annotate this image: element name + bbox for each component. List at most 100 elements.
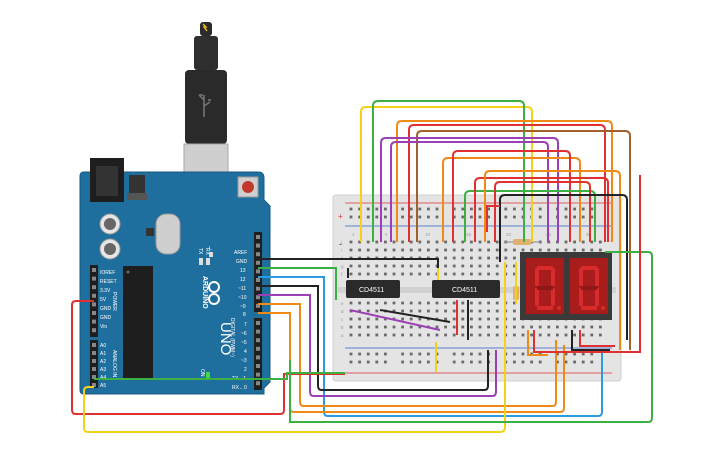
rail-hole[interactable] — [452, 360, 456, 364]
breadboard-hole[interactable] — [590, 240, 594, 244]
breadboard-hole[interactable] — [538, 240, 542, 244]
wire-orange-9[interactable] — [258, 303, 557, 407]
rail-hole[interactable] — [590, 360, 594, 364]
breadboard-hole[interactable] — [366, 264, 370, 268]
breadboard-hole[interactable] — [418, 240, 422, 244]
breadboard-hole[interactable] — [375, 317, 379, 321]
breadboard-hole[interactable] — [590, 333, 594, 337]
breadboard-hole[interactable] — [401, 272, 404, 276]
rail-hole[interactable] — [435, 215, 439, 219]
rail-hole[interactable] — [556, 360, 559, 364]
breadboard-hole[interactable] — [435, 248, 439, 252]
breadboard-hole[interactable] — [427, 264, 430, 268]
rail-hole[interactable] — [435, 207, 439, 211]
rail-hole[interactable] — [573, 352, 576, 356]
breadboard-hole[interactable] — [495, 301, 499, 305]
header-pin[interactable] — [92, 328, 96, 333]
rail-hole[interactable] — [478, 352, 482, 356]
breadboard-hole[interactable] — [564, 248, 568, 252]
header-pin[interactable] — [256, 235, 260, 239]
wire-black-gnd[interactable] — [258, 258, 439, 270]
breadboard-hole[interactable] — [427, 309, 430, 313]
rail-hole[interactable] — [427, 207, 430, 211]
rail-hole[interactable] — [581, 352, 585, 356]
breadboard-hole[interactable] — [478, 240, 482, 244]
breadboard-hole[interactable] — [375, 301, 379, 305]
breadboard-hole[interactable] — [478, 272, 482, 276]
breadboard-hole[interactable] — [418, 264, 422, 268]
breadboard-hole[interactable] — [461, 301, 465, 305]
rail-hole[interactable] — [581, 207, 585, 211]
breadboard-hole[interactable] — [581, 333, 585, 337]
rail-hole[interactable] — [461, 352, 465, 356]
breadboard-hole[interactable] — [461, 325, 465, 329]
wire-red-top-short[interactable] — [486, 205, 500, 232]
breadboard-hole[interactable] — [384, 301, 387, 305]
wire-red-5v[interactable] — [71, 300, 345, 415]
rail-hole[interactable] — [487, 215, 490, 219]
breadboard-hole[interactable] — [358, 264, 361, 268]
rail-hole[interactable] — [581, 215, 585, 219]
breadboard-hole[interactable] — [358, 309, 361, 313]
rail-hole[interactable] — [349, 360, 353, 364]
breadboard-hole[interactable] — [409, 272, 413, 276]
breadboard-hole[interactable] — [401, 240, 404, 244]
breadboard-hole[interactable] — [521, 333, 525, 337]
rail-hole[interactable] — [470, 352, 473, 356]
wire-purple-top-arc-1[interactable] — [380, 137, 559, 242]
rail-hole[interactable] — [556, 352, 559, 356]
breadboard-hole[interactable] — [401, 309, 404, 313]
breadboard-hole[interactable] — [427, 248, 430, 252]
breadboard-hole[interactable] — [513, 264, 516, 268]
breadboard-hole[interactable] — [538, 248, 542, 252]
breadboard-hole[interactable] — [366, 309, 370, 313]
wire-red-top-arc-1[interactable] — [408, 124, 606, 242]
breadboard-hole[interactable] — [358, 325, 361, 329]
wire-red-top-arc-2[interactable] — [452, 150, 571, 242]
breadboard-hole[interactable] — [513, 309, 516, 313]
breadboard-hole[interactable] — [392, 325, 396, 329]
header-pin[interactable] — [92, 351, 96, 355]
header-pin[interactable] — [92, 383, 96, 387]
breadboard-hole[interactable] — [418, 325, 422, 329]
rail-hole[interactable] — [564, 352, 568, 356]
header-pin[interactable] — [92, 293, 96, 298]
breadboard-hole[interactable] — [556, 333, 559, 337]
breadboard-hole[interactable] — [470, 248, 473, 252]
wire-black-11[interactable] — [258, 285, 489, 391]
rail-hole[interactable] — [401, 360, 404, 364]
wire-purple-10[interactable] — [258, 294, 497, 397]
wire-black-diag[interactable] — [379, 309, 451, 323]
breadboard-hole[interactable] — [487, 264, 490, 268]
breadboard-hole[interactable] — [435, 309, 439, 313]
rail-hole[interactable] — [521, 360, 525, 364]
decoder-chip-1[interactable]: CD4511 — [346, 280, 400, 298]
header-pin[interactable] — [256, 346, 260, 351]
breadboard-hole[interactable] — [349, 317, 353, 321]
breadboard-hole[interactable] — [470, 301, 473, 305]
breadboard-hole[interactable] — [495, 256, 499, 260]
breadboard-hole[interactable] — [452, 272, 456, 276]
breadboard-hole[interactable] — [495, 333, 499, 337]
wire-red-top-arc-3[interactable] — [474, 177, 609, 242]
breadboard-hole[interactable] — [513, 272, 516, 276]
rail-hole[interactable] — [590, 352, 594, 356]
wire-brown-top-arc[interactable] — [416, 130, 631, 350]
breadboard-hole[interactable] — [366, 325, 370, 329]
wire-green-13[interactable] — [258, 267, 337, 300]
breadboard-hole[interactable] — [358, 248, 361, 252]
breadboard-hole[interactable] — [392, 240, 396, 244]
breadboard-hole[interactable] — [470, 240, 473, 244]
breadboard-hole[interactable] — [444, 248, 447, 252]
breadboard-hole[interactable] — [401, 301, 404, 305]
breadboard-hole[interactable] — [538, 333, 542, 337]
rail-hole[interactable] — [409, 207, 413, 211]
rail-hole[interactable] — [461, 360, 465, 364]
breadboard-hole[interactable] — [409, 248, 413, 252]
rail-hole[interactable] — [349, 215, 353, 219]
header-pin[interactable] — [256, 286, 260, 291]
rail-hole[interactable] — [358, 215, 361, 219]
breadboard-hole[interactable] — [478, 317, 482, 321]
rail-hole[interactable] — [384, 360, 387, 364]
breadboard-hole[interactable] — [349, 248, 353, 252]
